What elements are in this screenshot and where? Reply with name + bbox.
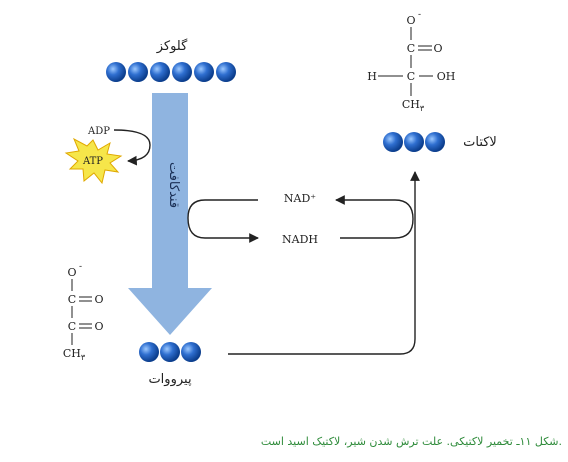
pyruvate-o-minus: O	[67, 266, 76, 279]
pyruvate-chain	[139, 342, 201, 362]
pyruvate-o-double-2: O	[94, 320, 103, 333]
nadh-nad-arrow	[335, 195, 414, 239]
adp-atp-arrow	[113, 129, 151, 166]
nadh-label: NADH	[282, 233, 318, 246]
pyruvate-charge: -	[79, 262, 82, 272]
lactate-bead	[383, 132, 403, 152]
lactate-oh: OH	[437, 70, 456, 83]
pyruvate-c1: C	[68, 293, 76, 306]
adp-label: ADP	[87, 126, 110, 137]
pyruvate-o-double-1: O	[94, 293, 103, 306]
lactate-c2: C	[407, 70, 415, 83]
glucose-bead	[216, 62, 236, 82]
nad-plus-label: NAD⁺	[284, 192, 316, 205]
lactate-label: لاکتات	[463, 135, 497, 150]
glucose-chain	[106, 62, 236, 82]
lactate-h: H	[367, 70, 377, 83]
lactate-o-double: O	[433, 42, 442, 55]
pyruvate-c2: C	[68, 320, 76, 333]
glucose-bead	[194, 62, 214, 82]
lactate-bead	[425, 132, 445, 152]
lactate-structure: O - C O H C OH CH٣	[367, 10, 455, 113]
lactate-c1: C	[407, 42, 415, 55]
figure-caption: شکل ١١ـ تخمیر لاکتیکی. علت ترش شدن شیر، …	[261, 435, 562, 448]
glucose-bead	[172, 62, 192, 82]
glucose-bead	[106, 62, 126, 82]
pyruvate-label: پیرووات	[148, 372, 192, 387]
glucose-bead	[150, 62, 170, 82]
lactate-chain	[383, 132, 445, 152]
atp-label: ATP	[82, 156, 103, 167]
pyruvate-structure: O - C O C O CH٣	[63, 262, 104, 362]
pyruvate-bead	[160, 342, 180, 362]
pyruvate-ch3: CH٣	[63, 347, 86, 362]
pyruvate-bead	[139, 342, 159, 362]
glucose-bead	[128, 62, 148, 82]
pyruvate-bead	[181, 342, 201, 362]
glycolysis-arrow	[128, 93, 212, 335]
glycolysis-label: قندکافت	[166, 162, 181, 208]
nad-loop-arrow	[187, 199, 259, 243]
lactate-charge: -	[418, 10, 421, 20]
lactate-o-minus: O	[406, 14, 415, 27]
lactate-bead	[404, 132, 424, 152]
pyruvate-to-lactate-arrow	[228, 171, 420, 355]
atp-burst-icon	[64, 137, 123, 185]
glucose-label: گلوکز	[156, 38, 188, 54]
lactate-ch3: CH٣	[402, 98, 425, 113]
